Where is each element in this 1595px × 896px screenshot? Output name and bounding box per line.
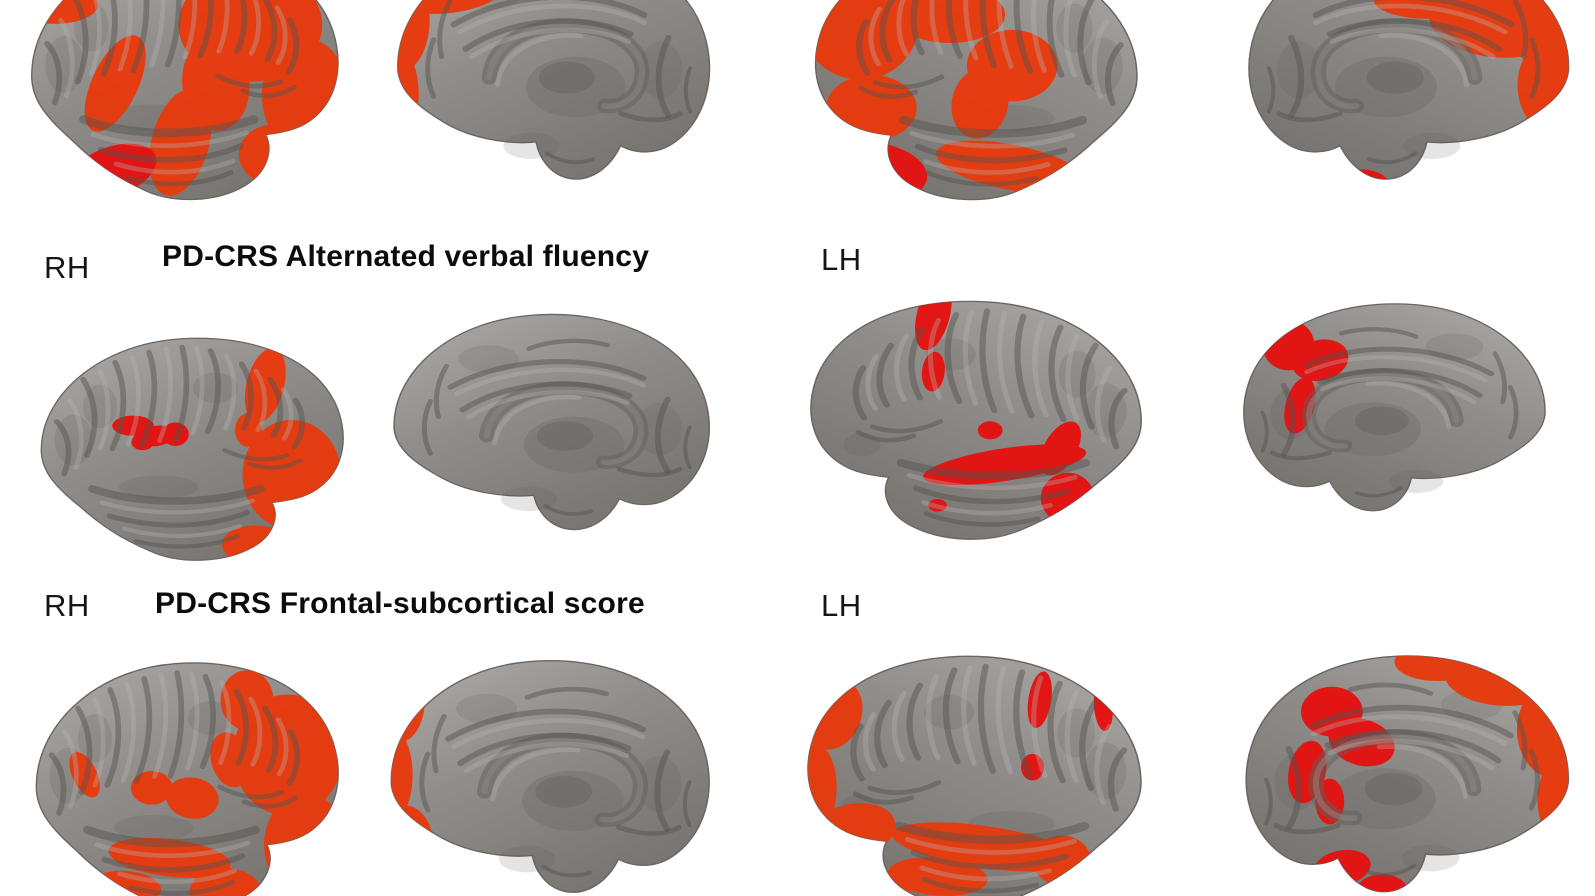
brain-panel-avf-rh-medial xyxy=(393,313,711,531)
fss-row-title: PD-CRS Frontal-subcortical score xyxy=(155,587,645,620)
brain-panel-top-rh-medial xyxy=(397,0,711,180)
brain-panel-avf-lh-medial xyxy=(1224,288,1570,540)
avf-lh-label: LH xyxy=(821,242,862,277)
brain-panel-fss-rh-lateral xyxy=(35,662,339,896)
fss-lh-label: LH xyxy=(821,588,862,623)
brain-panel-top-lh-lateral xyxy=(803,0,1165,200)
avf-row-title: PD-CRS Alternated verbal fluency xyxy=(162,240,650,273)
avf-rh-label: RH xyxy=(44,250,90,285)
brain-panel-top-rh-lateral xyxy=(30,0,339,201)
brain-panel-avf-rh-lateral xyxy=(40,337,344,561)
fss-rh-label: RH xyxy=(44,588,90,623)
brain-panel-avf-lh-lateral xyxy=(798,284,1170,555)
brain-panel-fss-rh-medial xyxy=(390,659,710,894)
brain-panel-top-lh-medial xyxy=(1228,0,1595,180)
brain-panel-fss-lh-medial xyxy=(1225,656,1569,892)
brain-panel-fss-lh-lateral xyxy=(795,638,1170,896)
